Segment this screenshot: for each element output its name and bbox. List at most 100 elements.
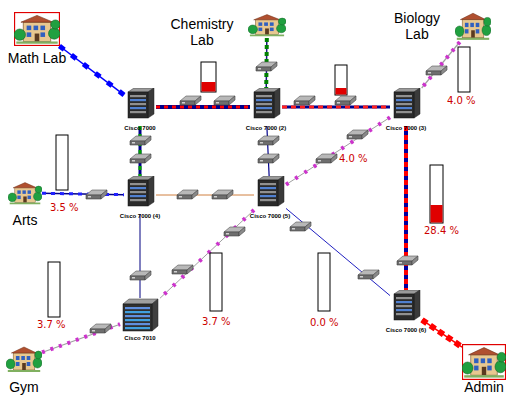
router-body bbox=[128, 180, 148, 206]
hub-icon bbox=[258, 136, 279, 145]
tree bbox=[277, 24, 287, 33]
building-roof bbox=[460, 13, 485, 19]
link-line bbox=[59, 46, 124, 95]
router-slot bbox=[125, 319, 150, 321]
router-node: Cisco 7010 bbox=[120, 298, 160, 336]
hub-icon bbox=[294, 96, 315, 105]
building-icon bbox=[14, 12, 60, 46]
load-percent: 3.7 % bbox=[37, 319, 66, 330]
router-node: Cisco 7000 bbox=[124, 88, 156, 126]
building-window bbox=[465, 29, 469, 33]
building-window bbox=[465, 23, 469, 27]
link-traffic bbox=[264, 38, 269, 88]
building-window bbox=[17, 190, 20, 193]
building-window bbox=[258, 28, 262, 31]
building-window bbox=[28, 196, 31, 199]
router-slot bbox=[130, 99, 146, 101]
building-window bbox=[27, 356, 31, 360]
building-node: Math Lab bbox=[14, 12, 60, 46]
router-icon bbox=[124, 176, 156, 214]
hub-icon bbox=[172, 265, 193, 274]
load-gauge bbox=[335, 65, 347, 95]
router-body bbox=[123, 304, 152, 331]
router-slot bbox=[396, 313, 412, 315]
building-window bbox=[28, 190, 31, 193]
hub-icon bbox=[212, 190, 233, 199]
network-link bbox=[156, 195, 254, 196]
network-link bbox=[282, 107, 390, 108]
building-node: Chemistry Lab bbox=[248, 12, 286, 38]
link-line bbox=[160, 210, 254, 298]
load-gauge bbox=[56, 135, 68, 190]
building-node: Admin bbox=[462, 344, 506, 380]
link-traffic bbox=[160, 210, 254, 298]
hub-icon bbox=[347, 130, 368, 139]
site-label: Biology Lab bbox=[383, 10, 451, 42]
load-gauge bbox=[201, 62, 216, 92]
building-wall bbox=[15, 188, 35, 203]
building-window bbox=[476, 23, 480, 27]
load-percent: 3.7 % bbox=[202, 316, 231, 327]
router-slot bbox=[396, 107, 412, 109]
load-gauge bbox=[458, 47, 470, 92]
router-body bbox=[254, 92, 274, 118]
router-label: Cisco 7000 (6) bbox=[366, 327, 446, 334]
tree bbox=[6, 359, 15, 369]
router-side bbox=[148, 88, 154, 118]
building-roof bbox=[11, 347, 36, 353]
router-slot bbox=[125, 315, 150, 317]
building-node: Biology Lab bbox=[455, 10, 491, 42]
hub-icon bbox=[258, 154, 279, 163]
router-label: Cisco 7000 bbox=[100, 125, 180, 132]
building-window bbox=[21, 356, 25, 360]
router-slot bbox=[130, 95, 146, 97]
router-slot bbox=[256, 107, 272, 109]
router-icon bbox=[250, 88, 282, 126]
router-body bbox=[258, 180, 278, 206]
building-door bbox=[35, 34, 40, 42]
lawn bbox=[457, 38, 489, 40]
link-line bbox=[140, 214, 141, 298]
network-link bbox=[42, 193, 124, 194]
network-link bbox=[140, 126, 141, 176]
router-label: Cisco 7000 (4) bbox=[100, 213, 180, 220]
tree bbox=[49, 28, 61, 39]
link-line bbox=[42, 193, 124, 194]
building-window bbox=[258, 22, 262, 25]
router-slot bbox=[130, 187, 146, 189]
building-roof bbox=[21, 15, 53, 22]
link-traffic bbox=[404, 126, 408, 290]
router-slot bbox=[125, 323, 150, 325]
link-traffic bbox=[422, 320, 462, 347]
link-line bbox=[265, 38, 267, 88]
link-line bbox=[282, 106, 390, 109]
hub-icon bbox=[290, 222, 311, 231]
building-door bbox=[482, 367, 486, 375]
building-window bbox=[470, 23, 474, 27]
router-slot bbox=[130, 111, 146, 113]
router-body bbox=[128, 92, 148, 118]
router-slot bbox=[130, 107, 146, 109]
hub-icon bbox=[214, 96, 235, 105]
network-link bbox=[140, 214, 141, 298]
tree bbox=[278, 18, 286, 25]
router-slot bbox=[256, 99, 272, 101]
load-percent: 4.0 % bbox=[447, 95, 476, 106]
building-window bbox=[481, 358, 485, 363]
building-roof bbox=[13, 183, 37, 188]
router-node: Cisco 7000 (5) bbox=[254, 176, 286, 214]
router-node: Cisco 7000 (3) bbox=[390, 88, 422, 126]
router-slot bbox=[396, 111, 412, 113]
router-slot bbox=[125, 327, 150, 329]
router-slot bbox=[130, 183, 146, 185]
site-label: Math Lab bbox=[0, 50, 80, 66]
tree bbox=[14, 29, 26, 40]
tree bbox=[34, 192, 43, 201]
building-window bbox=[474, 366, 478, 371]
router-label: Cisco 7010 bbox=[96, 335, 184, 342]
router-icon bbox=[254, 176, 286, 214]
tree bbox=[495, 361, 506, 373]
tree bbox=[497, 352, 506, 362]
tree bbox=[462, 362, 473, 374]
router-label: Cisco 7000 (2) bbox=[226, 125, 306, 132]
